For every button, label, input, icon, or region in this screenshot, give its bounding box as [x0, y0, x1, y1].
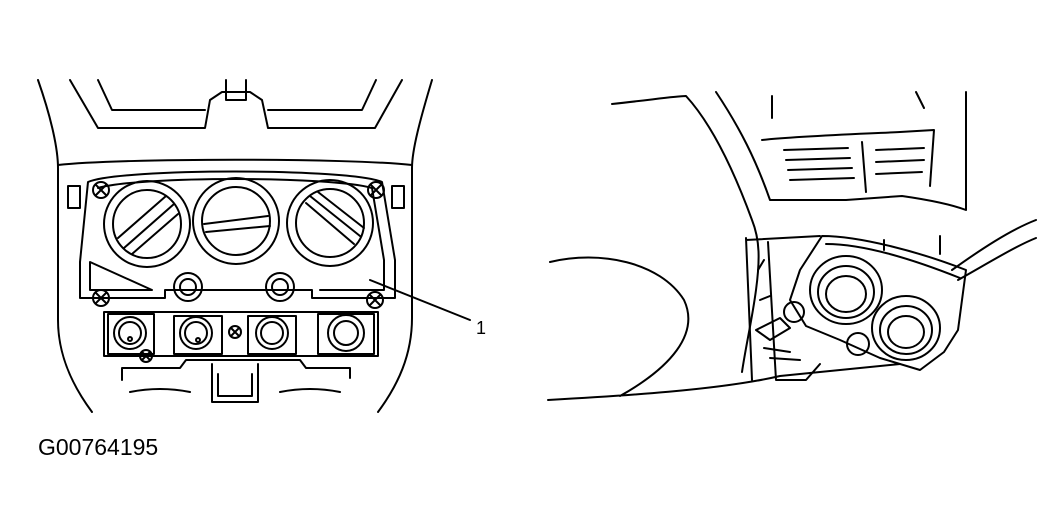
dash-upper-edge: [715, 91, 967, 211]
round-vent-left: [103, 180, 191, 268]
angled-view-illustration: [547, 91, 1037, 401]
knob-left: [173, 272, 203, 302]
round-vent-center: [192, 177, 280, 265]
round-vent-right: [286, 179, 374, 267]
screw-bottom-right: [366, 291, 384, 309]
unit-vent-2: [871, 295, 941, 361]
screw-top-left: [92, 181, 110, 199]
climate-unit-top: [825, 235, 961, 279]
cavity-details: [755, 259, 801, 361]
right-clip: [391, 185, 405, 209]
wire-harness: [951, 219, 1037, 281]
lower-knob-4: [317, 313, 375, 355]
knob-left-inner: [179, 278, 197, 296]
bezel-top-edge: [57, 158, 413, 166]
lower-control-frame: [103, 311, 379, 357]
screw-top-right: [367, 181, 385, 199]
console-outline: [37, 79, 433, 413]
front-view-illustration: [37, 79, 433, 413]
radio-cavity: [745, 235, 821, 381]
upper-dash-recess: [69, 79, 403, 129]
figure-code: G00764195: [38, 434, 158, 460]
lower-knob-3: [247, 315, 297, 355]
upper-dash-recess-inner: [97, 79, 377, 111]
lower-dash-curve: [547, 256, 901, 401]
knob-right: [265, 272, 295, 302]
side-vent: [761, 91, 935, 193]
dash-profile: [611, 95, 760, 373]
vent-panel-inner: [89, 178, 385, 291]
knob-right-inner: [271, 278, 289, 296]
left-clip: [67, 185, 81, 209]
callout-label-1: 1: [476, 318, 486, 338]
lower-knob-2: [173, 315, 223, 355]
climate-unit-body: [789, 235, 967, 371]
unit-knob-1: [783, 301, 805, 323]
unit-knob-2: [846, 332, 870, 356]
unit-vent-1: [809, 255, 883, 325]
center-console-bottom: [121, 359, 351, 403]
callout-leader-1: [369, 279, 471, 321]
screw-lower-center: [228, 325, 242, 339]
screw-bottom-left: [92, 289, 110, 307]
lower-knob-1: [107, 313, 155, 355]
